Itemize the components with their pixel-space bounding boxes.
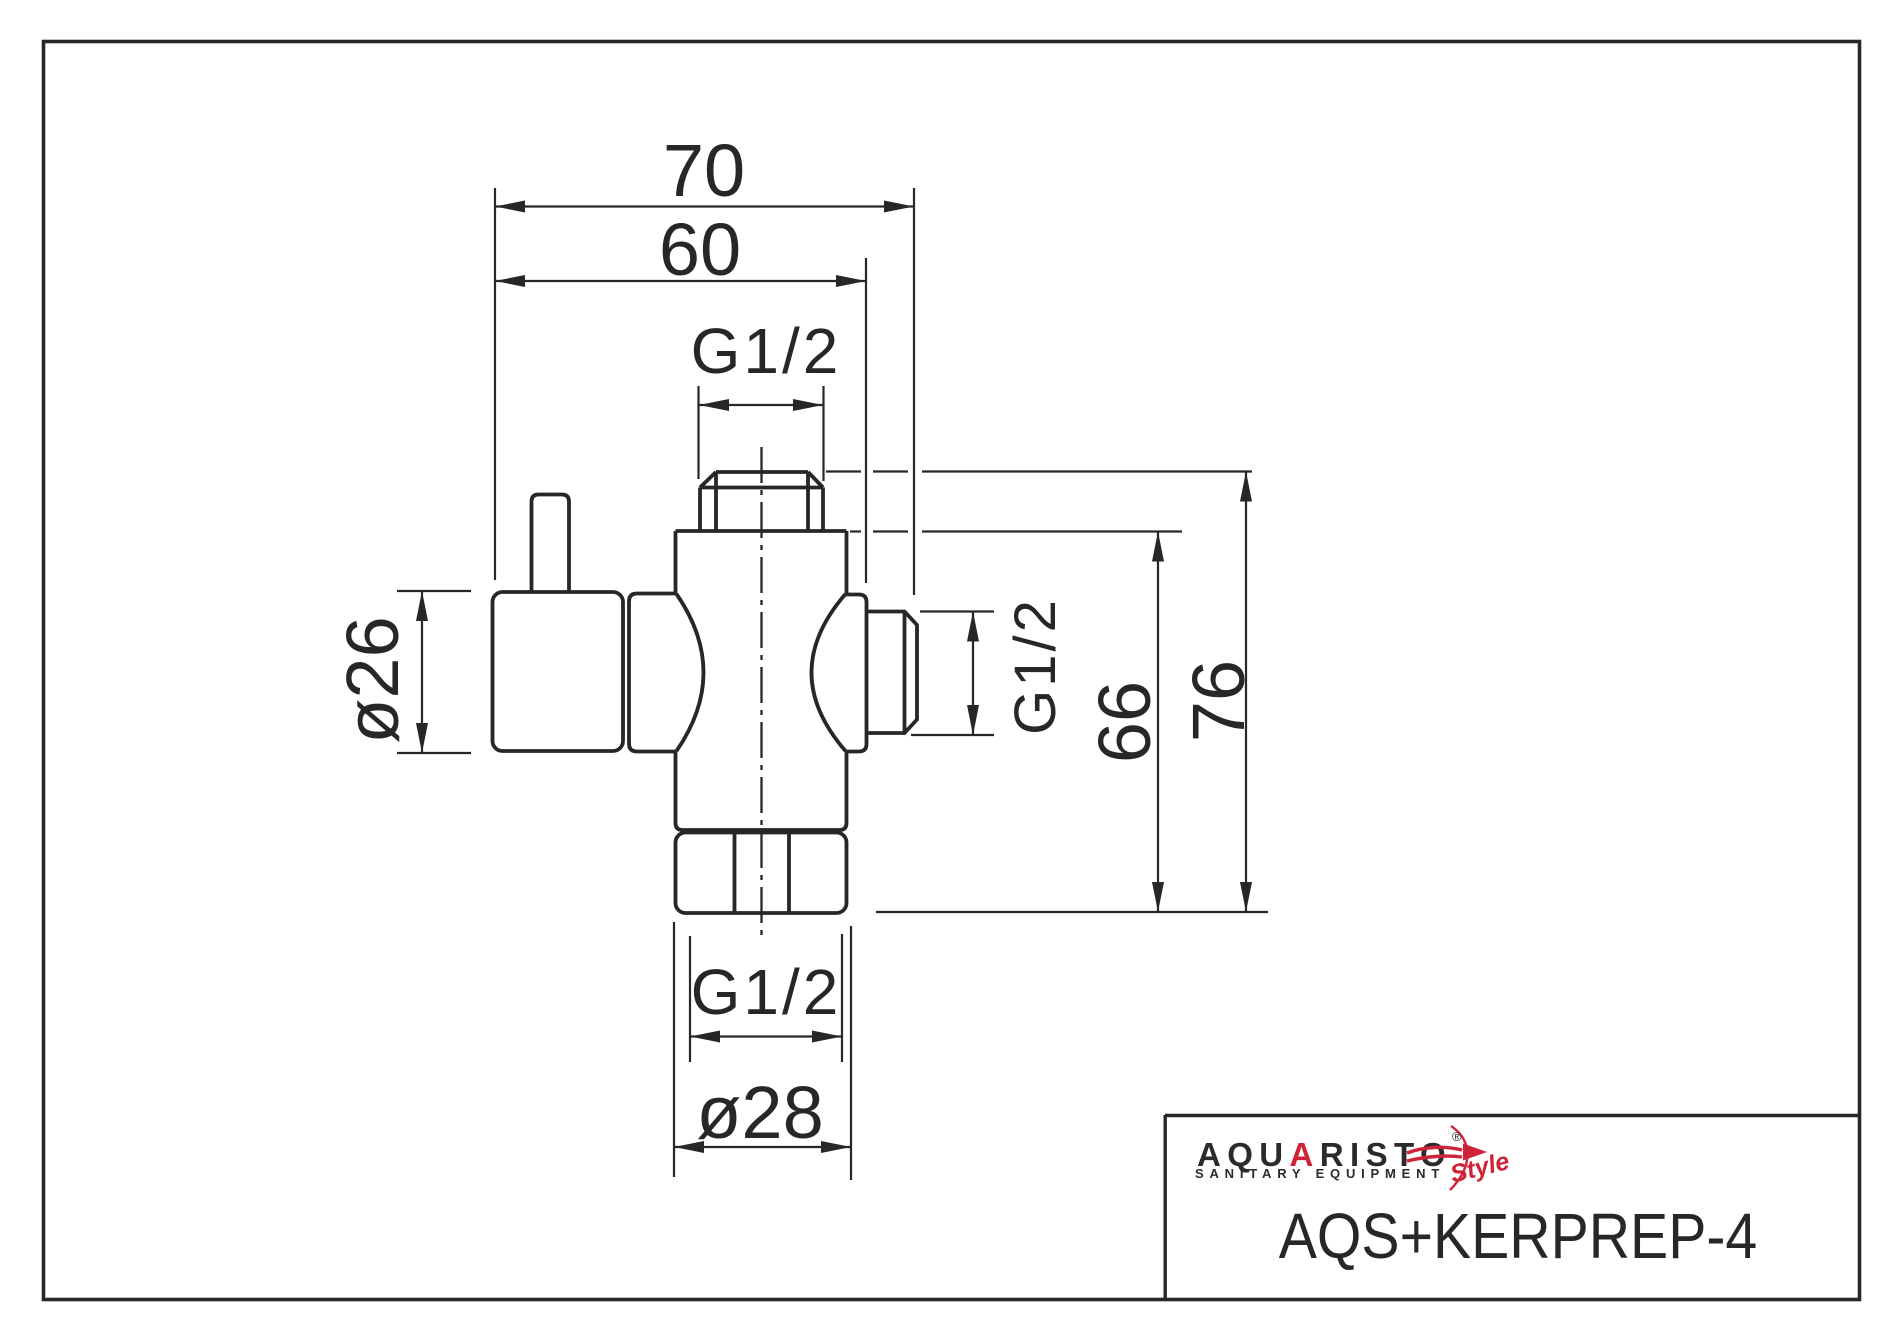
- svg-text:AQUARISTO: AQUARISTO: [1197, 1136, 1452, 1173]
- svg-text:AQS+KERPREP-4: AQS+KERPREP-4: [1279, 1200, 1757, 1272]
- svg-text:66: 66: [1083, 681, 1166, 763]
- svg-text:76: 76: [1177, 660, 1260, 742]
- svg-text:G1/2: G1/2: [1003, 597, 1068, 735]
- svg-text:®: ®: [1452, 1129, 1462, 1144]
- svg-text:G1/2: G1/2: [691, 315, 842, 387]
- svg-text:ø28: ø28: [696, 1071, 824, 1154]
- svg-text:G1/2: G1/2: [691, 956, 842, 1028]
- svg-text:SANITARY EQUIPMENT: SANITARY EQUIPMENT: [1195, 1166, 1445, 1181]
- svg-text:60: 60: [659, 208, 741, 291]
- svg-text:70: 70: [663, 129, 745, 212]
- svg-text:ø26: ø26: [331, 616, 414, 744]
